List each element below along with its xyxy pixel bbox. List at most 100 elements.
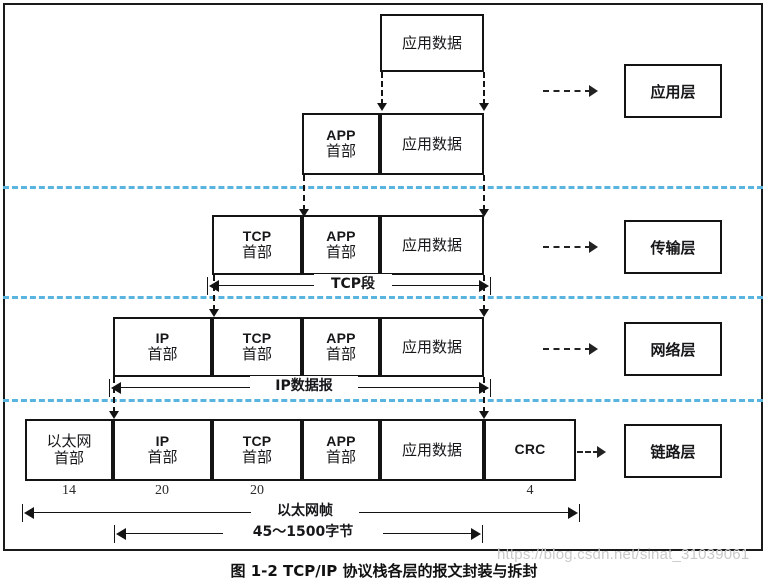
- layer-arrow-application-head: [589, 85, 598, 97]
- measure-arrow-left: [24, 507, 34, 519]
- block-app-header-l3: APP 首部: [302, 215, 380, 275]
- connector-ippdu-right-dash: [483, 377, 485, 413]
- connector-tcppdu-right-dash: [483, 275, 485, 311]
- connector-apppdu-right-dash: [483, 175, 485, 211]
- byte-size-crc: 4: [526, 483, 534, 498]
- measure-tick-right: [490, 277, 491, 295]
- block-label: 应用数据: [401, 33, 462, 52]
- block-label-top: TCP: [242, 329, 272, 346]
- block-label-bottom: 首部: [325, 448, 356, 467]
- layer-arrow-link-dash: [577, 451, 599, 453]
- block-label-bottom: 首部: [241, 448, 272, 467]
- block-label-bottom: 首部: [325, 243, 356, 262]
- block-label-top: APP: [326, 432, 356, 449]
- measure-tick-right: [579, 504, 580, 522]
- block-label-top: APP: [326, 329, 356, 346]
- layer-box-network: 网络层: [624, 322, 722, 376]
- block-label-bottom: 首部: [147, 345, 178, 364]
- measure-tick-left: [109, 379, 110, 397]
- measure-label: 45～1500字节: [223, 522, 383, 542]
- block-app-data-l4: 应用数据: [380, 317, 484, 377]
- block-crc-trailer-l5: CRC: [484, 419, 576, 481]
- measure-arrow-left: [111, 382, 121, 394]
- measure-tick-left: [114, 525, 115, 543]
- layer-label: 网络层: [650, 340, 696, 359]
- layer-box-link: 链路层: [624, 424, 722, 478]
- layer-box-application: 应用层: [624, 64, 722, 118]
- block-label: 应用数据: [401, 235, 462, 254]
- block-label-top: APP: [326, 227, 356, 244]
- figure-caption: 图 1-2 TCP/IP 协议栈各层的报文封装与拆封: [230, 562, 538, 580]
- block-label: 应用数据: [401, 440, 462, 459]
- block-label-bottom: 首部: [325, 345, 356, 364]
- connector-tcppdu-right-arrow: [479, 309, 489, 317]
- measure-ip-datagram: IP数据报: [108, 376, 492, 398]
- byte-size-ethernet-header: 14: [62, 483, 76, 498]
- byte-size-tcp-header: 20: [250, 483, 264, 498]
- block-app-header-l4: APP 首部: [302, 317, 380, 377]
- measure-tick-right: [482, 525, 483, 543]
- block-ethernet-header-l5: 以太网 首部: [25, 419, 113, 481]
- connector-apppdu-left-dash: [303, 175, 305, 211]
- block-app-data-l2: 应用数据: [380, 113, 484, 175]
- measure-arrow-right: [568, 507, 578, 519]
- block-ip-header-l4: IP 首部: [113, 317, 212, 377]
- connector-ippdu-left-arrow: [109, 411, 119, 419]
- byte-size-ip-header: 20: [155, 483, 169, 498]
- block-label-top: APP: [326, 126, 356, 143]
- layer-arrow-application-dash: [543, 90, 591, 92]
- connector-appdata-right-arrow: [479, 103, 489, 111]
- block-label-top: TCP: [242, 432, 272, 449]
- block-label: 应用数据: [401, 134, 462, 153]
- layer-arrow-transport-dash: [543, 246, 591, 248]
- block-app-data-l3: 应用数据: [380, 215, 484, 275]
- layer-label: 应用层: [650, 82, 696, 101]
- connector-appdata-left-dash: [381, 72, 383, 105]
- measure-ethernet-frame: 以太网帧: [21, 501, 581, 523]
- divider-network-link: [3, 399, 763, 402]
- measure-label: TCP段: [314, 274, 392, 294]
- layer-arrow-link-head: [597, 446, 606, 458]
- connector-ippdu-right-arrow: [479, 411, 489, 419]
- block-app-data-l5: 应用数据: [380, 419, 484, 481]
- layer-label: 链路层: [650, 442, 696, 461]
- layer-label: 传输层: [650, 238, 696, 257]
- block-app-header-l5: APP 首部: [302, 419, 380, 481]
- block-label-bottom: 首部: [241, 243, 272, 262]
- measure-tick-left: [22, 504, 23, 522]
- layer-arrow-network-dash: [543, 348, 591, 350]
- block-label-bottom: 首部: [325, 142, 356, 161]
- measure-tick-left: [207, 277, 208, 295]
- block-label-bottom: 首部: [147, 448, 178, 467]
- measure-label: IP数据报: [250, 376, 358, 396]
- block-label-top: 以太网: [46, 432, 92, 451]
- block-tcp-header-l5: TCP 首部: [212, 419, 302, 481]
- measure-tcp-segment: TCP段: [206, 274, 492, 296]
- connector-appdata-right-dash: [483, 72, 485, 105]
- block-label-bottom: 首部: [241, 345, 272, 364]
- block-label-top: IP: [155, 329, 170, 346]
- block-tcp-header-l4: TCP 首部: [212, 317, 302, 377]
- block-label-bottom: 首部: [53, 449, 84, 467]
- layer-box-transport: 传输层: [624, 220, 722, 274]
- layer-arrow-network-head: [589, 343, 598, 355]
- connector-apppdu-left-arrow: [299, 209, 309, 217]
- measure-payload-size: 45～1500字节: [113, 522, 484, 544]
- measure-arrow-right: [471, 528, 481, 540]
- connector-tcppdu-left-dash: [213, 275, 215, 311]
- measure-label: 以太网帧: [251, 501, 359, 521]
- block-label: 应用数据: [401, 337, 462, 356]
- block-app-data-l1: 应用数据: [380, 14, 484, 72]
- connector-ippdu-left-dash: [113, 377, 115, 413]
- connector-apppdu-right-arrow: [479, 209, 489, 217]
- block-label-top: IP: [155, 432, 170, 449]
- block-label-top: TCP: [242, 227, 272, 244]
- connector-tcppdu-left-arrow: [209, 309, 219, 317]
- block-ip-header-l5: IP 首部: [113, 419, 212, 481]
- block-app-header-l2: APP 首部: [302, 113, 380, 175]
- block-label: CRC: [514, 441, 546, 458]
- divider-application-transport: [3, 186, 763, 189]
- measure-tick-right: [490, 379, 491, 397]
- divider-transport-network: [3, 296, 763, 299]
